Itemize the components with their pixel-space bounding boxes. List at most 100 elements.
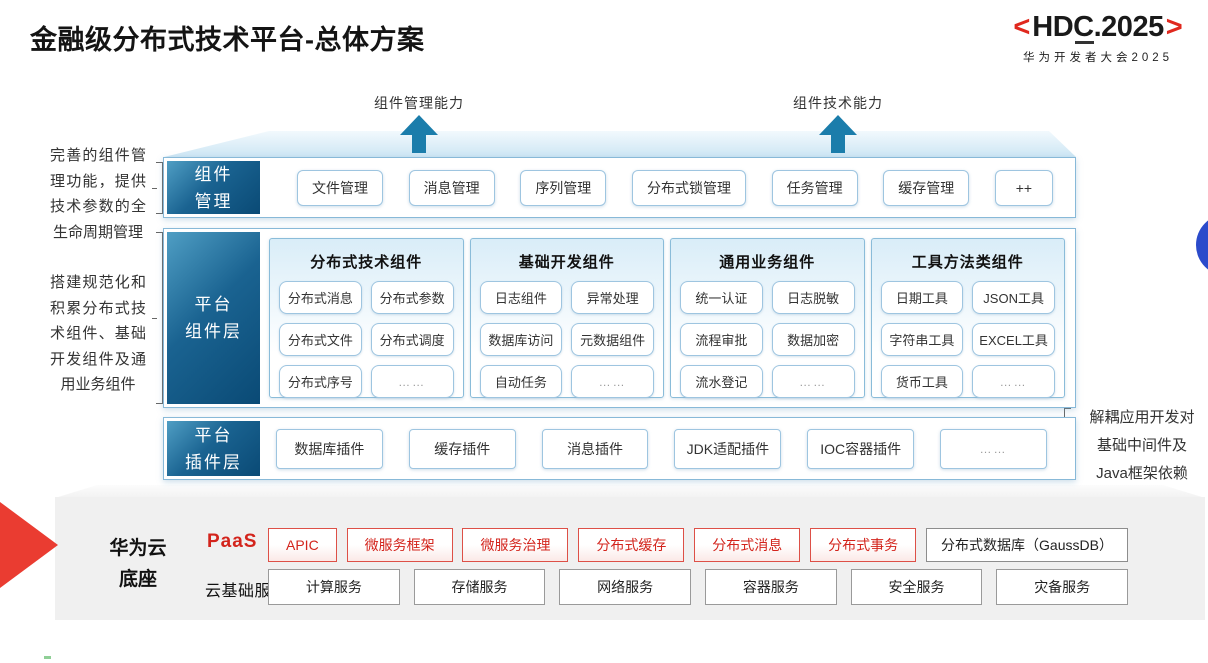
component-cell: 日期工具 [880, 281, 964, 314]
component-cell: 数据库访问 [479, 323, 563, 356]
component-cell: …… [370, 365, 454, 398]
stack-top-3d-flap [164, 131, 1076, 157]
paas-service-box: 微服务治理 [462, 528, 569, 562]
group-basic-dev: 基础开发组件 日志组件异常处理数据库访问元数据组件自动任务…… [469, 238, 664, 398]
plugin-item-box: JDK适配插件 [674, 428, 782, 469]
management-item-box: 缓存管理 [883, 169, 970, 206]
group-title: 分布式技术组件 [310, 254, 423, 271]
component-cell: 日志脱敏 [771, 281, 855, 314]
hdc-logo-text: HDC.2025 [1032, 11, 1164, 44]
cloud-service-box: 安全服务 [850, 569, 983, 605]
capability-arrow-management-label: 组件管理能力 [374, 95, 464, 111]
gaussdb-service-box: 分布式数据库（GaussDB） [926, 528, 1128, 562]
component-cell: 统一认证 [680, 281, 763, 314]
left-bracket-components-row [152, 232, 163, 404]
plugin-item-box: 缓存插件 [408, 428, 516, 469]
group-title: 基础开发组件 [518, 254, 615, 271]
hdc-logo-line: < HDC.2025 > [998, 10, 1198, 44]
base-label-line: 华为云 [109, 538, 167, 559]
green-mark-artifact [44, 656, 51, 659]
plugin-item-box: …… [940, 428, 1047, 469]
cloud-service-box: 灾备服务 [996, 569, 1129, 605]
up-arrow-stem [831, 135, 845, 153]
right-note-decoupling: 解耦应用开发对 基础中间件及 Java框架依赖 [1078, 404, 1206, 488]
management-items: 文件管理消息管理序列管理分布式锁管理任务管理缓存管理++ [297, 158, 1053, 217]
layer-label-line: 管理 [194, 191, 233, 211]
management-item-box: ++ [994, 169, 1053, 206]
component-cell: …… [771, 365, 855, 398]
management-item-box: 任务管理 [771, 169, 858, 206]
cloud-services-row: 计算服务存储服务网络服务容器服务安全服务灾备服务 [268, 569, 1129, 605]
component-cell: 数据加密 [771, 323, 855, 356]
layer-row-component-management: 组件 管理 文件管理消息管理序列管理分布式锁管理任务管理缓存管理++ [163, 157, 1076, 218]
cloud-service-box: 网络服务 [559, 569, 692, 605]
component-cell: …… [972, 365, 1055, 398]
capability-arrow-management: 组件管理能力 [357, 94, 481, 153]
group-common-business: 通用业务组件 统一认证日志脱敏流程审批数据加密流水登记…… [670, 238, 865, 398]
right-note-line: 基础中间件及 [1096, 437, 1187, 454]
component-cell: 分布式文件 [279, 323, 362, 356]
management-item-box: 序列管理 [520, 169, 607, 206]
paas-service-box: 分布式缓存 [578, 528, 685, 562]
page-title: 金融级分布式技术平台-总体方案 [30, 25, 425, 55]
capability-arrow-technical: 组件技术能力 [776, 94, 900, 153]
up-arrow-stem [412, 135, 426, 153]
component-cell: 流水登记 [680, 365, 763, 398]
up-arrow-icon [400, 115, 438, 135]
component-cell: 日志组件 [479, 281, 563, 314]
layer-label-line: 平台 [194, 425, 233, 445]
base-label-line: 底座 [118, 569, 157, 590]
cloud-basic-services-label: 云基础服务 [205, 583, 288, 600]
paas-service-box: 微服务框架 [346, 528, 453, 562]
group-distributed-tech: 分布式技术组件 分布式消息分布式参数分布式文件分布式调度分布式序号…… [269, 238, 464, 398]
component-cell: 字符串工具 [880, 323, 964, 356]
huawei-cloud-base-label: 华为云 底座 [103, 533, 173, 595]
layer-label-component-management: 组件 管理 [167, 161, 260, 214]
group-cells: 分布式消息分布式参数分布式文件分布式调度分布式序号…… [270, 281, 463, 408]
red-arrow-decoration [0, 502, 58, 588]
layer-row-platform-components: 平台 组件层 分布式技术组件 分布式消息分布式参数分布式文件分布式调度分布式序号… [163, 228, 1076, 408]
logo-left-angle-icon: < [1013, 11, 1031, 43]
layer-label-platform-components: 平台 组件层 [167, 232, 260, 404]
up-arrow-icon [819, 115, 857, 135]
left-note-components: 搭建规范化和积累分布式技术组件、基础开发组件及通用业务组件 [50, 274, 146, 393]
plugin-item-box: IOC容器插件 [807, 428, 915, 469]
component-cell: 分布式序号 [279, 365, 362, 398]
capability-arrow-technical-label: 组件技术能力 [793, 95, 883, 111]
component-cell: 分布式调度 [370, 323, 454, 356]
foundation-top-3d-flap [55, 485, 1205, 498]
hdc-logo: < HDC.2025 > 华为开发者大会2025 [998, 10, 1198, 65]
management-item-box: 文件管理 [297, 169, 383, 206]
left-note-management: 完善的组件管理功能，提供技术参数的全生命周期管理 [50, 147, 146, 241]
hdc-logo-subtitle: 华为开发者大会2025 [1022, 52, 1174, 64]
group-title: 通用业务组件 [719, 254, 816, 271]
layer-label-platform-plugins: 平台 插件层 [167, 421, 260, 476]
plugin-item-box: 数据库插件 [276, 428, 383, 469]
component-cell: 自动任务 [479, 365, 563, 398]
group-cells: 统一认证日志脱敏流程审批数据加密流水登记…… [671, 281, 864, 408]
component-cell: 元数据组件 [571, 323, 654, 356]
layer-label-line: 插件层 [185, 452, 242, 472]
cloud-service-box: 容器服务 [705, 569, 837, 605]
paas-service-box: APIC [268, 528, 337, 562]
layer-label-line: 组件 [194, 164, 233, 184]
layer-label-line: 平台 [194, 295, 233, 314]
right-note-line: 解耦应用开发对 [1089, 409, 1195, 426]
cloud-service-box: 计算服务 [268, 569, 400, 605]
cloud-service-box: 存储服务 [413, 569, 546, 605]
component-cell: …… [571, 365, 654, 398]
group-title: 工具方法类组件 [911, 254, 1024, 271]
component-cell: 流程审批 [680, 323, 763, 356]
paas-label: PaaS [207, 531, 258, 552]
paas-service-box: 分布式消息 [694, 528, 801, 562]
management-item-box: 分布式锁管理 [631, 169, 746, 206]
component-cell: 分布式参数 [370, 281, 454, 314]
blue-circle-decoration [1196, 214, 1208, 276]
right-note-line: Java框架依赖 [1096, 465, 1188, 482]
logo-right-angle-icon: > [1165, 11, 1183, 43]
